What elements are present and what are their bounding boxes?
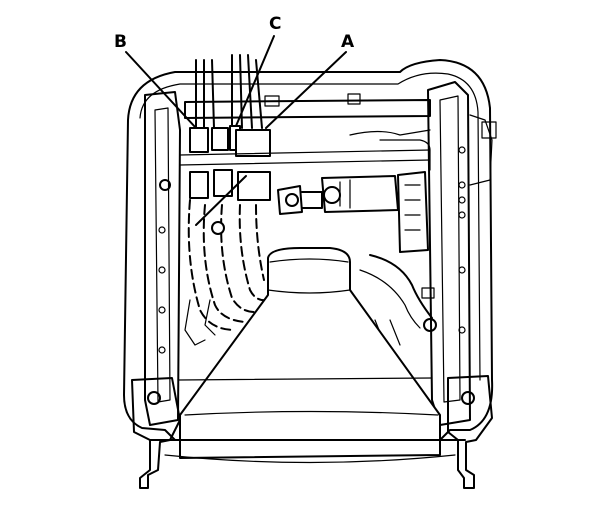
harness-dashed-5 (255, 204, 265, 281)
center-pad (179, 247, 441, 459)
connector-lower-3 (237, 171, 271, 201)
leader-a (265, 51, 347, 129)
connector-b-upper (189, 127, 209, 153)
connector-a (235, 129, 271, 157)
connector-lower-2 (213, 169, 233, 197)
connector-b-upper-2 (211, 127, 229, 151)
rear-cross-member (184, 99, 431, 119)
leader-c (235, 35, 275, 127)
leader-lower (195, 175, 247, 226)
harness-dashed-3 (220, 204, 256, 313)
callout-label-c: C (269, 14, 282, 34)
seat-motor-2 (321, 175, 399, 213)
right-side-rail (427, 81, 471, 426)
seat-cushion-outline (123, 59, 494, 441)
left-slider (131, 377, 181, 489)
right-slider (447, 375, 493, 489)
callout-label-b: B (114, 32, 127, 52)
harness-upper (195, 54, 263, 129)
harness-dashed-4 (238, 204, 269, 302)
gear-box (397, 171, 429, 253)
harness-clip (211, 221, 225, 235)
harness-dashed-2 (202, 204, 246, 323)
left-side-rail (144, 91, 181, 426)
connector-lower-1 (189, 171, 209, 199)
harness-dashed-1 (187, 199, 236, 331)
leader-b (125, 51, 197, 129)
callout-label-a: A (341, 32, 355, 52)
seat-motor (277, 185, 323, 215)
